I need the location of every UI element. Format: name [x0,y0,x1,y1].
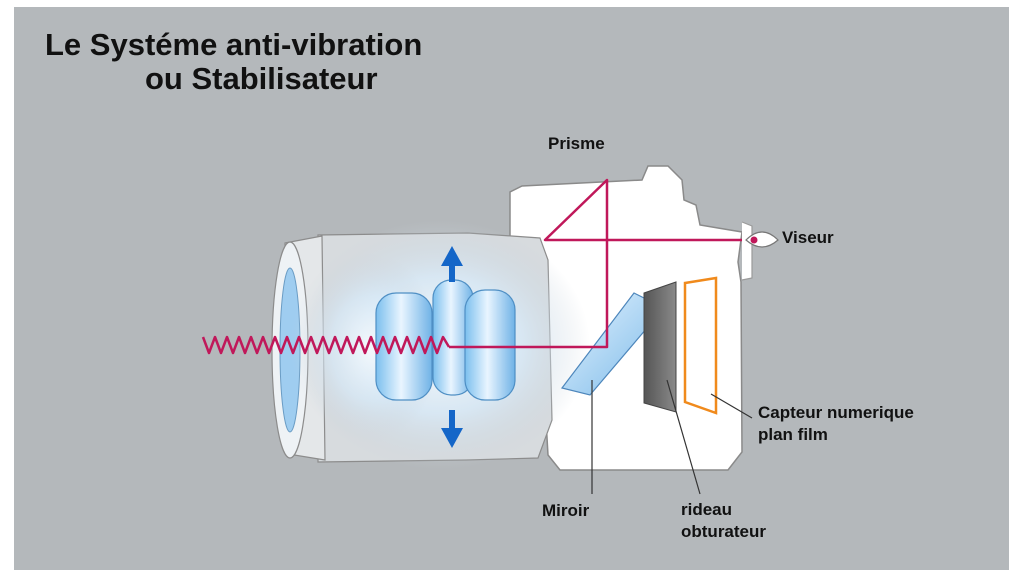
arrow-down-icon [441,410,463,448]
label-rideau-line1: rideau [681,500,733,519]
sensor-outline [683,276,718,415]
pointer-lines [591,379,753,495]
eye-icon [745,231,779,248]
label-prisme: Prisme [548,134,605,153]
label-capteur-line1: Capteur numerique [758,403,914,422]
page-title-line2: ou Stabilisateur [145,61,378,96]
label-rideau-line2: obturateur [681,522,766,541]
page-title-line1: Le Systéme anti-vibration [45,27,423,62]
label-capteur-line2: plan film [758,425,828,444]
capteur-pointer [710,393,753,419]
label-miroir: Miroir [542,501,590,520]
rideau-pointer [666,379,701,495]
vibration-arrows [441,246,463,448]
lens-element-rear [464,289,516,401]
light-ray [201,178,742,355]
arrow-up-icon [441,246,463,282]
label-viseur: Viseur [782,228,834,247]
